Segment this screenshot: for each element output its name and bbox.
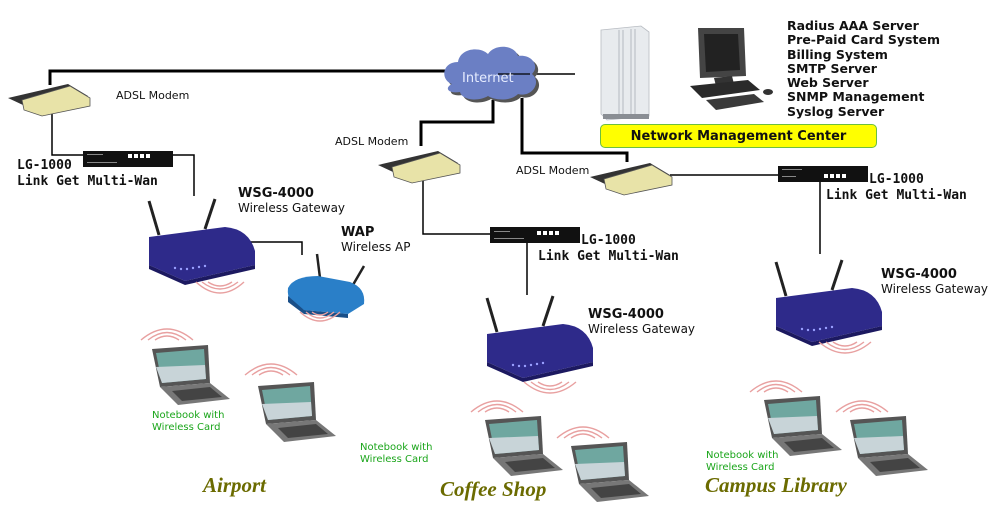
notebook-laptop-icon xyxy=(571,442,649,502)
site-label-coffee-shop: Coffee Shop xyxy=(440,477,547,501)
airport-wsg4000-label: WSG-4000 Wireless Gateway xyxy=(238,186,345,216)
network-management-center-label: Network Management Center xyxy=(600,124,877,148)
coffee-notebook-label: Notebook with Wireless Card xyxy=(360,442,432,466)
wap-access-point-icon xyxy=(287,253,366,318)
wsg4000-desc: Wireless Gateway xyxy=(881,282,989,296)
wap-model: WAP xyxy=(341,225,375,240)
modem-icon xyxy=(8,84,91,117)
modem-icon xyxy=(590,163,673,196)
notebook-label-line2: Wireless Card xyxy=(706,462,775,473)
wsg4000-model: WSG-4000 xyxy=(238,186,314,201)
service-item: Syslog Server xyxy=(787,103,885,119)
desktop-computer-icon xyxy=(690,28,773,110)
wire-airport-lg-wsg xyxy=(172,154,195,196)
wap-label: WAP Wireless AP xyxy=(341,225,410,255)
nmc-services-list: Radius AAA Server Pre-Paid Card System B… xyxy=(787,18,940,119)
notebook-laptop-icon xyxy=(258,382,336,442)
airport-notebook-label: Notebook with Wireless Card xyxy=(152,410,224,434)
server-tower-icon xyxy=(600,25,650,121)
notebook-label-line2: Wireless Card xyxy=(152,422,221,433)
coffee-modem-label: ADSL Modem xyxy=(335,135,409,148)
modem-icon xyxy=(378,151,461,184)
notebook-laptop-icon xyxy=(764,396,842,456)
service-item: Web Server xyxy=(787,75,869,91)
notebook-label-line2: Wireless Card xyxy=(360,454,429,465)
lg1000-model: LG-1000 xyxy=(17,158,72,173)
wsg4000-desc: Wireless Gateway xyxy=(238,201,346,215)
campus-modem-label: ADSL Modem xyxy=(516,164,590,177)
notebook-label-line1: Notebook with xyxy=(152,410,225,421)
site-label-airport: Airport xyxy=(203,473,267,497)
airport-lg1000-label: LG-1000 Link Get Multi-Wan xyxy=(17,158,158,190)
wsg4000-gateway-icon xyxy=(147,198,255,285)
internet-cloud-icon xyxy=(444,46,540,103)
coffee-lg1000-label: LG-1000 Link Get Multi-Wan xyxy=(538,233,679,265)
wap-desc: Wireless AP xyxy=(341,240,411,254)
wire-airport-wsg-wap xyxy=(245,241,303,255)
wsg4000-model: WSG-4000 xyxy=(881,267,957,282)
wire-internet-coffee-modem xyxy=(419,100,495,146)
notebook-laptop-icon xyxy=(850,416,928,476)
wsg4000-desc: Wireless Gateway xyxy=(588,322,696,336)
notebook-laptop-icon xyxy=(152,345,230,405)
wire-airport-modem-lg xyxy=(51,112,90,156)
service-item: Pre-Paid Card System xyxy=(787,32,940,48)
notebook-laptop-icon xyxy=(485,416,563,476)
internet-label: Internet xyxy=(462,71,514,86)
lg1000-device-icon xyxy=(778,166,868,182)
wsg4000-gateway-icon xyxy=(774,259,882,346)
lg1000-desc: Link Get Multi-Wan xyxy=(826,188,967,203)
service-item: SNMP Management xyxy=(787,89,925,105)
service-item: Radius AAA Server xyxy=(787,18,919,33)
wireless-signal-icons xyxy=(140,281,889,439)
lg1000-device-icon xyxy=(490,227,580,243)
airport-modem-label: ADSL Modem xyxy=(116,89,190,102)
wsg4000-model: WSG-4000 xyxy=(588,307,664,322)
coffee-wsg4000-label: WSG-4000 Wireless Gateway xyxy=(588,307,695,337)
campus-wsg4000-label: WSG-4000 Wireless Gateway xyxy=(881,267,988,297)
site-label-campus-library: Campus Library xyxy=(705,473,847,497)
wsg4000-gateway-icon xyxy=(485,295,593,382)
lg1000-desc: Link Get Multi-Wan xyxy=(538,249,679,264)
wire-coffee-modem-lg xyxy=(422,175,492,235)
notebook-label-line1: Notebook with xyxy=(360,442,433,453)
lg1000-model: LG-1000 xyxy=(869,172,924,187)
lg1000-desc: Link Get Multi-Wan xyxy=(17,174,158,189)
campus-lg1000-label: LG-1000 Link Get Multi-Wan xyxy=(826,172,967,204)
lg1000-device-icon xyxy=(83,151,173,167)
service-item: SMTP Server xyxy=(787,60,877,76)
wire-internet-campus-modem xyxy=(520,98,629,162)
service-item: Billing System xyxy=(787,46,888,62)
lg1000-model: LG-1000 xyxy=(581,233,636,248)
campus-notebook-label: Notebook with Wireless Card xyxy=(706,450,778,474)
wire-airport-modem-internet xyxy=(48,69,450,85)
notebook-label-line1: Notebook with xyxy=(706,450,779,461)
